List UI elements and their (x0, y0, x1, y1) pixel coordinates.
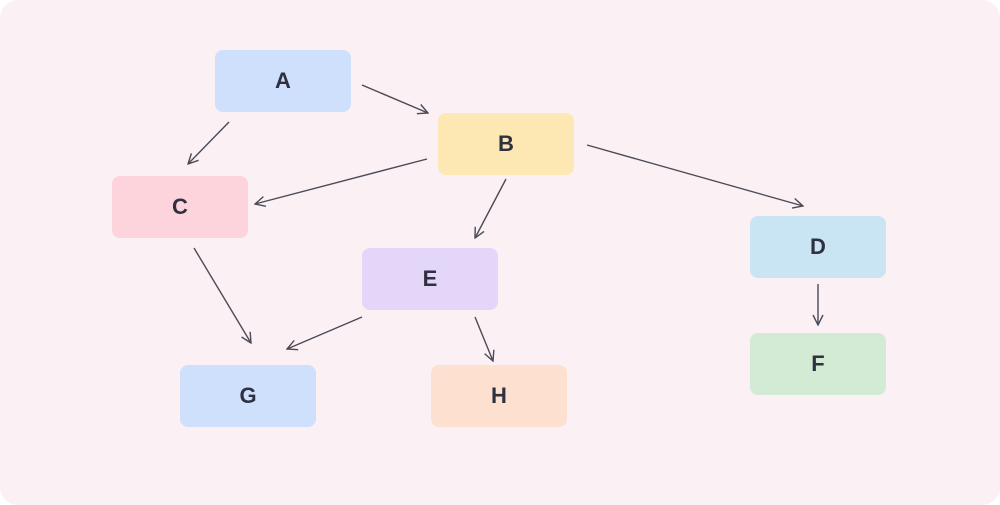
node-e[interactable]: E (362, 248, 498, 310)
node-h[interactable]: H (431, 365, 567, 427)
edge-b-to-d (586, 144, 803, 206)
edge-b-to-e (475, 178, 507, 238)
node-b-label: B (498, 131, 514, 156)
node-c-label: C (172, 194, 188, 219)
node-g-label: G (239, 383, 257, 408)
edge-e-to-g (287, 316, 363, 349)
node-a-label: A (275, 68, 291, 93)
node-d-label: D (810, 234, 826, 259)
node-b[interactable]: B (438, 113, 574, 175)
edge-b-to-c (255, 158, 428, 204)
edge-e-to-h (474, 316, 493, 361)
node-f[interactable]: F (750, 333, 886, 395)
node-h-label: H (491, 383, 507, 408)
node-a[interactable]: A (215, 50, 351, 112)
edge-a-to-c (188, 121, 230, 164)
node-f-label: F (811, 351, 825, 376)
node-c[interactable]: C (112, 176, 248, 238)
node-e-label: E (422, 266, 438, 291)
edge-c-to-g (193, 247, 251, 343)
node-d[interactable]: D (750, 216, 886, 278)
edge-a-to-b (361, 84, 428, 113)
node-g[interactable]: G (180, 365, 316, 427)
